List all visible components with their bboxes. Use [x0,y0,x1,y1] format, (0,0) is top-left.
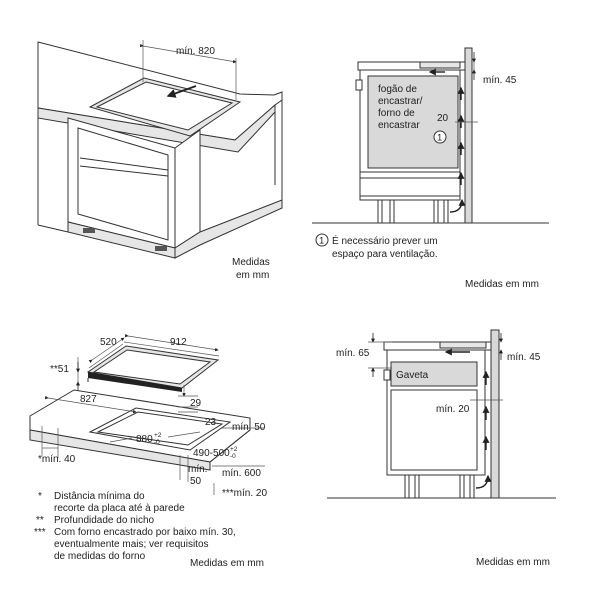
dim-827: 827 [80,394,97,405]
footnote-3-line-1: Com forno encastrado por baixo mín. 30, [54,527,236,538]
oven-block [367,75,459,169]
ventilation-marker-circle [433,130,447,144]
dim-min-820: mín. 820 [176,46,215,57]
dim-20: 20 [437,113,449,124]
units-label-bl: Medidas em mm [190,558,264,569]
dim-520: 520 [100,337,117,348]
dim-min-50: mín. 50 [232,422,266,433]
wall-br [490,329,500,499]
dim-min-50b-1: mín. [188,464,207,475]
oven-label-4: encastrar [378,120,420,131]
ventilation-note-2: espaço para ventilação. [332,249,438,260]
panel-cabinet-perspective: mín. 820 Medidas em mm [37,40,283,281]
footnote-2-line-1: Profundidade do nicho [54,515,155,526]
dim-min-40: *mín. 40 [38,454,76,465]
panel-oven-section: fogão de encastrar/ forno de encastrar 2… [312,47,549,290]
dim-490-tol-dn: -0 [230,453,236,460]
units-label-tl-2: em mm [236,270,269,281]
drawer-block [390,361,478,387]
dim-min-50b-2: 50 [190,476,202,487]
dim-29: 29 [190,398,202,409]
units-label-br: Medidas em mm [476,557,550,568]
dim-51: **51 [50,364,69,375]
footnote-1-line-2: recorte da placa até à parede [54,503,185,514]
ventilation-marker: 1 [437,133,442,144]
panel-cutout-dimensions: 520 912 **51 827 29 23 880 +2 -0 mín. 50 [29,333,267,569]
units-label-tr: Medidas em mm [465,279,539,290]
oven-label-3: forno de [378,108,415,119]
note-marker: 1 [319,236,324,247]
dim-min-600: mín. 600 [222,468,261,479]
oven-label-1: fogão de [378,84,417,95]
note-marker-circle [315,233,329,247]
ventilation-note-1: É necessário prever um [332,234,438,247]
drawer-label: Gaveta [396,370,429,381]
wall [464,47,473,224]
ventilation-arrows-br [444,348,492,489]
dim-min-20-br: mín. 20 [436,404,470,415]
footnote-1-mark: * [38,491,42,502]
dim-880-tol-dn: -0 [154,439,160,446]
dim-490-tol-up: +2 [230,446,238,453]
dim-min-45-br: mín. 45 [507,352,541,363]
footnote-2-mark: ** [36,515,44,526]
footnote-3-mark: *** [34,527,46,538]
dim-912: 912 [170,337,187,348]
dim-min-45-tr: mín. 45 [483,75,517,86]
dim-min-65: mín. 65 [336,348,370,359]
oven-label-2: encastrar/ [378,96,423,107]
ventilation-arrows [428,68,466,213]
dim-880-tol-up: +2 [154,432,162,439]
units-label-tl-1: Medidas [232,257,270,268]
dim-min-20-bl: ***mín. 20 [222,488,267,499]
dim-23: 23 [205,417,217,428]
panel-drawer-section: Gaveta mín. 65 mín. 45 mín. 20 Medidas e… [327,329,556,568]
footnote-3-line-3: de medidas do forno [54,551,146,562]
dim-880: 880 [136,434,153,445]
footnote-3-line-2: eventualmente mais; ver requisitos [54,539,209,550]
footnote-1-line-1: Distância mínima do [54,491,145,502]
dim-490-500: 490-500 [193,448,230,459]
